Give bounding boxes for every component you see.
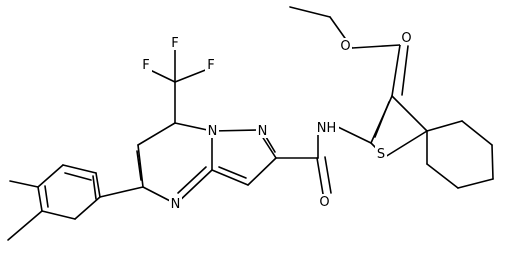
bond-line — [37, 186, 43, 212]
bond-line — [426, 120, 463, 132]
svg-text:N: N — [208, 124, 218, 139]
bond-line — [147, 68, 176, 83]
bond-line — [211, 129, 259, 132]
bond-line — [64, 172, 92, 181]
atom-n-pyrazole: N — [256, 123, 269, 139]
bond-line — [99, 186, 144, 198]
atom-labels: F F F O O N N NH — [140, 30, 413, 212]
bond-line — [177, 166, 207, 194]
atom-o-ester-carbonyl: O — [400, 30, 413, 46]
bond-line — [211, 169, 249, 186]
bond-line — [37, 164, 64, 188]
bond-line — [337, 126, 372, 144]
atom-o-ester-ring: O — [339, 38, 352, 54]
bond-line — [218, 166, 247, 179]
bond-line — [374, 101, 390, 138]
bond-line — [289, 6, 331, 18]
bond-line — [7, 210, 43, 241]
svg-text:NH: NH — [317, 121, 337, 136]
bond-line — [461, 120, 493, 146]
svg-text:S: S — [377, 147, 385, 162]
bond-line — [391, 44, 401, 97]
atom-f-left: F — [140, 57, 152, 73]
bond-line — [316, 157, 324, 195]
bond-line — [174, 122, 213, 132]
atom-o-amide: O — [318, 194, 331, 210]
svg-text:O: O — [401, 31, 411, 46]
bond-line — [491, 144, 494, 180]
atom-n-pyrimidine: N — [169, 196, 182, 212]
bond-lines — [7, 6, 494, 241]
bond-line — [351, 44, 401, 49]
atom-n-pyrazole-bridge: N — [206, 123, 219, 139]
bond-line — [137, 144, 144, 188]
bond-line — [324, 156, 332, 194]
bond-line — [136, 150, 142, 181]
bond-line — [95, 172, 101, 198]
atom-f-top: F — [169, 35, 181, 51]
svg-text:F: F — [142, 58, 149, 73]
bond-line — [92, 175, 97, 200]
bond-line — [401, 45, 409, 96]
atom-nh-amide: NH — [314, 120, 339, 136]
bond-line — [174, 68, 209, 83]
bond-line — [62, 164, 97, 174]
bond-line — [457, 178, 494, 189]
svg-text:O: O — [340, 39, 350, 54]
svg-text:O: O — [319, 195, 329, 210]
atom-s-thiophene: S — [375, 146, 387, 162]
svg-text:N: N — [258, 124, 268, 139]
bond-line — [9, 180, 39, 188]
bond-line — [247, 157, 277, 186]
bond-line — [426, 163, 459, 189]
bond-line — [384, 130, 428, 158]
svg-text:F: F — [171, 36, 178, 51]
atom-f-right: F — [205, 57, 217, 73]
bond-line — [391, 95, 428, 132]
bond-line — [41, 210, 76, 220]
bond-line — [137, 122, 176, 146]
bond-line — [44, 185, 49, 208]
svg-text:N: N — [171, 197, 181, 212]
bond-line — [74, 196, 101, 220]
svg-text:F: F — [207, 58, 214, 73]
